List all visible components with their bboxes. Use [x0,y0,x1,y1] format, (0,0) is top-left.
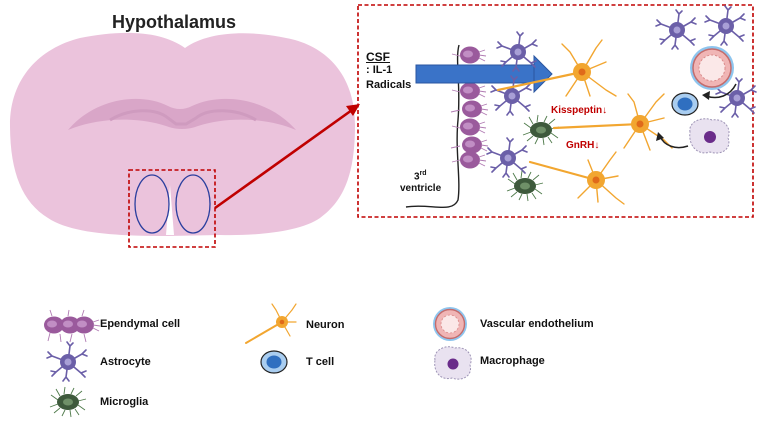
right-nucleus-outline [175,174,211,234]
legend-label-ependymal: Ependymal cell [100,318,181,330]
legend-astrocyte-icon [46,341,88,382]
t-cell [671,92,699,116]
ventricle-superscript: rd [419,170,427,177]
csf-label: CSF [366,50,390,64]
legend-icons [43,303,472,418]
legend-label-macrophage: Macrophage [480,355,545,367]
diagram-title: Hypothalamus [112,12,237,32]
kisspeptin-label: Kisspeptin↓ [551,105,608,116]
neurons [496,39,673,205]
legend-microglia-icon [49,386,87,418]
neuron-somas [573,63,649,189]
brain-section [10,32,355,236]
third-ventricle-label: 3rd ventricle [400,168,441,195]
zoom-arrow-head [346,104,360,116]
gnrh-label: GnRH↓ [566,140,600,151]
il1-label: : IL-1 [366,64,393,76]
legend-label-neuron: Neuron [306,319,345,331]
blood-vessel [690,46,734,90]
legend-label-vascular: Vascular endothelium [480,318,594,330]
legend-label-astrocyte: Astrocyte [100,356,151,368]
legend-label-tcell: T cell [306,356,335,368]
hypothalamus-highlight-box [128,169,216,248]
legend-ependymal-icon [43,309,101,343]
legend-vessel-icon [433,307,467,341]
legend-label-microglia: Microglia [100,396,149,408]
legend-neuron-icon [245,303,297,344]
legend-tcell-icon [260,350,288,374]
zoom-arrow [214,108,353,210]
csf-arrow [415,54,553,94]
legend-macrophage-icon [434,346,472,380]
macrophage [689,118,730,154]
radicals-label: Radicals [366,79,412,91]
left-nucleus-outline [134,174,170,234]
ventricle-ordinal: 3 [414,171,420,183]
ventricle-word: ventricle [400,183,442,195]
